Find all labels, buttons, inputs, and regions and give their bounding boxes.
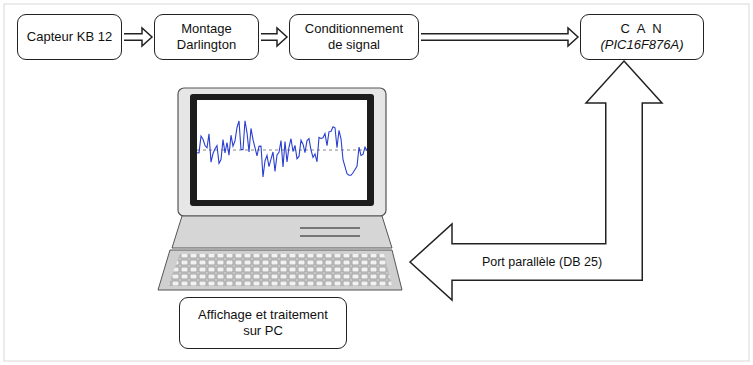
disk-slot [300, 235, 360, 237]
hollow-arrow [410, 61, 662, 300]
pc-box: Affichage et traitement sur PC [179, 297, 347, 349]
waveform-trace [197, 121, 367, 177]
keyboard [158, 250, 402, 290]
screen [197, 100, 367, 200]
amplifier-box: Montage Darlington [154, 14, 259, 60]
box-sublabel: (PIC16F876A) [600, 37, 683, 53]
arrow-fill [261, 35, 281, 40]
hollow-arrow [421, 28, 578, 46]
box-label: Affichage et traitement sur PC [188, 307, 338, 339]
arrow-fill [124, 35, 146, 40]
arrow-head [586, 61, 662, 103]
box-label: C A N [620, 21, 663, 37]
arrow-outline [451, 102, 624, 262]
box-label: Capteur KB 12 [27, 29, 112, 45]
signal-waveform [197, 121, 367, 177]
box-label: Conditionnement de signal [298, 21, 410, 53]
frame [4, 4, 749, 361]
edge-label: Port parallèle (DB 25) [479, 255, 605, 269]
conditioning-box: Conditionnement de signal [289, 14, 419, 60]
arrow-head [410, 224, 452, 300]
adc-box: C A N(PIC16F876A) [580, 14, 704, 60]
arrow-fill [421, 35, 572, 40]
keyboard-keys [168, 254, 392, 286]
disk-slot [300, 227, 360, 229]
box-label: Montage Darlington [163, 21, 250, 53]
computer-base [172, 216, 392, 248]
hollow-arrow [261, 28, 287, 46]
hollow-arrow [124, 28, 152, 46]
monitor-case [178, 88, 386, 216]
arrow-fill [448, 99, 624, 262]
monitor-bezel [190, 94, 374, 206]
sensor-box: Capteur KB 12 [17, 14, 122, 60]
